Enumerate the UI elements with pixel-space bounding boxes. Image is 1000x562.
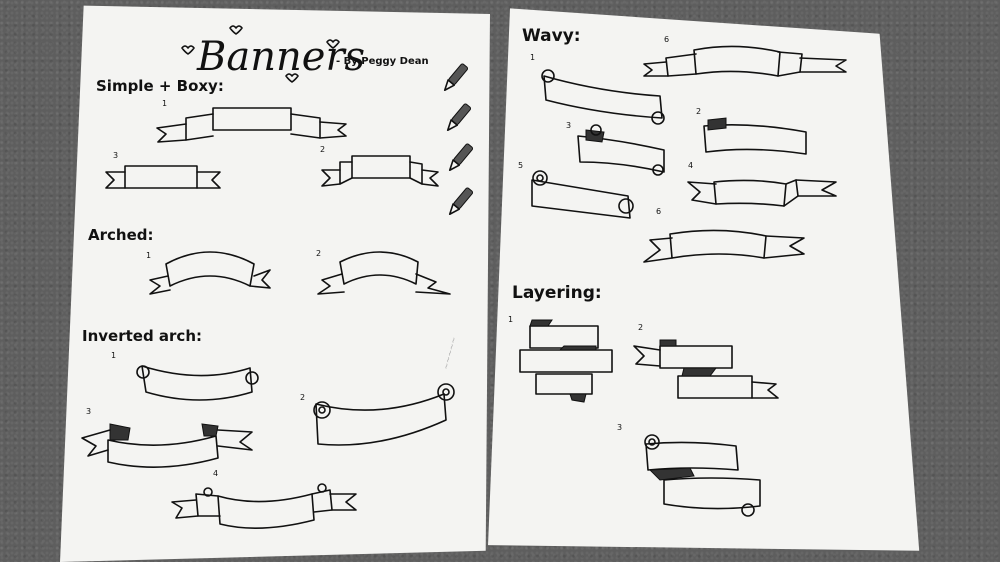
banner-number: 2 xyxy=(300,393,305,402)
banner-number: 3 xyxy=(86,407,91,416)
banner-number: 2 xyxy=(696,107,701,116)
banner-number: 2 xyxy=(316,249,321,258)
layering-banner-1 xyxy=(519,319,613,403)
inverted-arch-banner-4 xyxy=(171,483,357,529)
wavy-banner-3 xyxy=(577,124,665,176)
boxy-banner-1 xyxy=(156,107,347,143)
pen-nib-icon xyxy=(443,63,469,92)
section-label-simple-boxy: Simple + Boxy: xyxy=(96,77,224,95)
pen-nib-icon xyxy=(446,103,472,132)
banner-number: 2 xyxy=(638,323,643,332)
inverted-arch-banner-2 xyxy=(313,383,455,446)
heart-icon xyxy=(326,39,340,49)
pen-nib-icon xyxy=(448,187,474,216)
inverted-arch-banner-3 xyxy=(81,423,253,468)
banner-number: 3 xyxy=(113,151,118,160)
heart-icon xyxy=(229,25,243,35)
banner-number: 3 xyxy=(566,121,571,130)
banner-number: 2 xyxy=(320,145,325,154)
faint-pen-marks: ~~~~~ xyxy=(441,336,458,371)
heart-icon xyxy=(181,45,195,55)
layering-banner-2 xyxy=(633,339,779,399)
banner-number: 1 xyxy=(111,351,116,360)
author-byline: - By Peggy Dean xyxy=(336,56,429,67)
boxy-banner-2 xyxy=(321,155,439,187)
section-label-layering: Layering: xyxy=(512,283,602,303)
banner-number: 5 xyxy=(518,161,523,170)
banner-number: 4 xyxy=(688,161,693,170)
right-paper-sheet xyxy=(488,8,920,551)
wavy-banner-4 xyxy=(687,179,837,207)
boxy-banner-3 xyxy=(105,165,221,189)
page-title: Banners xyxy=(196,34,365,80)
banner-number: 1 xyxy=(508,315,513,324)
banner-number: 3 xyxy=(617,423,622,432)
wavy-banner-5 xyxy=(531,170,634,219)
wavy-banner-6-bottom xyxy=(643,229,805,263)
banner-number: 6 xyxy=(656,207,661,216)
wavy-banner-1 xyxy=(541,69,665,125)
banner-number: 6 xyxy=(664,35,669,44)
arched-banner-2 xyxy=(317,251,451,295)
section-label-inverted-arch: Inverted arch: xyxy=(82,327,202,345)
wavy-banner-2 xyxy=(703,117,807,155)
heart-icon xyxy=(285,73,299,83)
banner-number: 1 xyxy=(530,53,535,62)
pen-nib-icon xyxy=(448,143,474,172)
wavy-banner-6-top xyxy=(643,45,847,77)
banner-number: 1 xyxy=(162,99,167,108)
banner-number: 1 xyxy=(146,251,151,260)
arched-banner-1 xyxy=(149,251,271,295)
section-label-arched: Arched: xyxy=(88,226,154,244)
layering-banner-3 xyxy=(644,434,761,517)
inverted-arch-banner-1 xyxy=(136,365,259,401)
banner-number: 4 xyxy=(213,469,218,478)
section-label-wavy: Wavy: xyxy=(522,26,581,46)
left-paper-sheet xyxy=(60,5,490,562)
